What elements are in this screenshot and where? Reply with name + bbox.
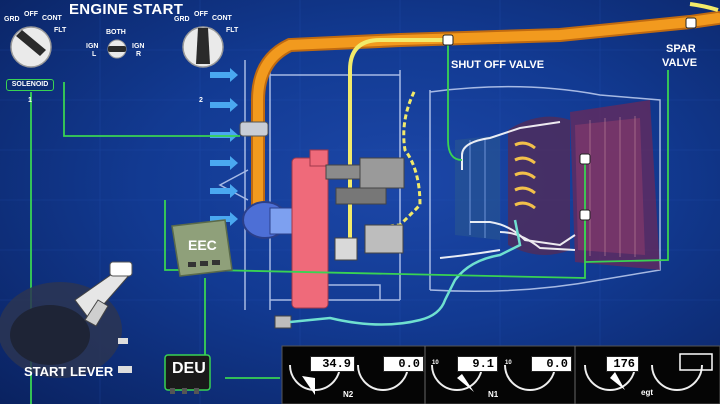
panel-title: ENGINE START xyxy=(69,1,184,18)
n2-label: N2 xyxy=(343,390,354,399)
switch-left-off-label: OFF xyxy=(24,11,38,18)
yellow-duct xyxy=(348,38,448,250)
airflow-arrows xyxy=(210,68,238,226)
marker-1: 1 xyxy=(28,97,32,104)
start-lever-label: START LEVER xyxy=(24,364,114,379)
marker-2: 2 xyxy=(199,97,203,104)
n1-scale-label-b: 10 xyxy=(505,360,512,366)
engine-outline xyxy=(218,60,661,310)
switch-right-off-label: OFF xyxy=(194,11,208,18)
n1-label: N1 xyxy=(488,390,499,399)
engine-start-switch-right xyxy=(182,26,224,68)
n1-secondary-readout: 0.0 xyxy=(531,356,572,372)
ign-left-top-label: IGN xyxy=(86,43,99,50)
egt-label: egt xyxy=(641,388,653,397)
deu-unit xyxy=(164,354,211,394)
start-lever-mechanism xyxy=(0,261,133,378)
spar-valve-label-top: SPAR xyxy=(666,43,696,55)
switch-left-flt-label: FLT xyxy=(54,27,67,34)
ign-right-top-label: IGN xyxy=(132,43,145,50)
ign-right-bottom-label: R xyxy=(136,51,142,58)
ign-both-label: BOTH xyxy=(106,29,126,36)
switch-right-grd-label: GRD xyxy=(174,16,190,23)
spar-valve-label-bottom: VALVE xyxy=(662,57,698,69)
n2-secondary-readout: 0.0 xyxy=(383,356,424,372)
switch-right-flt-label: FLT xyxy=(226,27,239,34)
n1-needle xyxy=(457,374,474,392)
switch-left-cont-label: CONT xyxy=(42,15,62,22)
n1-readout: 9.1 xyxy=(457,356,498,372)
n2-needle xyxy=(302,376,315,395)
duct-clamp xyxy=(239,121,269,137)
deu-label: DEU xyxy=(172,360,206,377)
n2-readout: 34.9 xyxy=(310,356,355,372)
engine-start-switch-left xyxy=(10,26,52,68)
ignition-selector xyxy=(107,39,127,59)
fuel-nozzles xyxy=(514,141,536,210)
n1-scale-label-a: 10 xyxy=(432,360,439,366)
egt-readout: 176 xyxy=(606,356,639,372)
eec-unit xyxy=(171,219,233,277)
engine-gauge-panel xyxy=(281,345,720,404)
starter-motor xyxy=(242,149,405,329)
ign-left-bottom-label: L xyxy=(92,51,97,58)
turbine-section xyxy=(455,100,660,270)
tubing xyxy=(439,121,576,259)
shut-off-valve-label: SHUT OFF VALVE xyxy=(451,59,545,71)
switch-right-cont-label: CONT xyxy=(212,15,232,22)
switch-left-grd-label: GRD xyxy=(4,16,20,23)
eec-label: EEC xyxy=(188,237,217,253)
egt-needle xyxy=(610,372,625,390)
fuel-line xyxy=(289,219,522,326)
solenoid-label: SOLENOID xyxy=(6,79,54,91)
valve-markers xyxy=(442,17,697,221)
